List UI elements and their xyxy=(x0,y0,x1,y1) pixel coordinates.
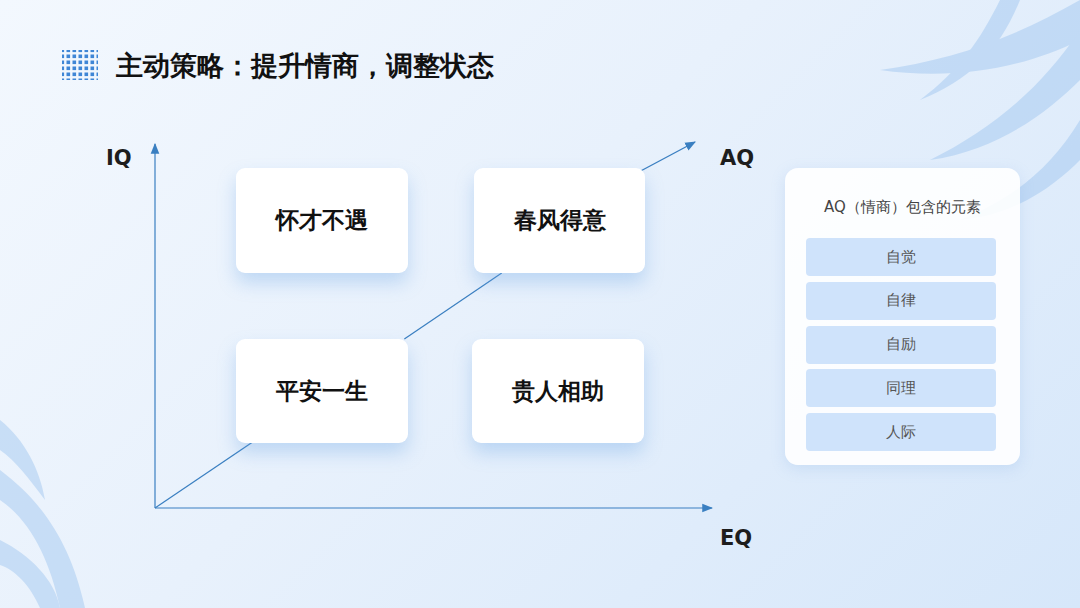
element-item: 自励 xyxy=(806,326,996,364)
axis-label: IQ xyxy=(106,146,132,170)
slide-title: 主动策略：提升情商，调整状态 xyxy=(116,48,494,84)
node-label: 自觉 xyxy=(886,248,916,267)
node-label: 贵人相助 xyxy=(512,376,604,407)
element-item: 人际 xyxy=(806,413,996,451)
quadrant-box: 春风得意 xyxy=(474,168,645,273)
node-label: 同理 xyxy=(886,379,916,398)
node-label: 自律 xyxy=(886,291,916,310)
quadrant-box: 贵人相助 xyxy=(472,339,644,443)
panel-heading: AQ（情商）包含的元素 xyxy=(785,198,1020,217)
axis-label: AQ xyxy=(720,146,754,170)
node-label: 平安一生 xyxy=(276,376,368,407)
axis-connector xyxy=(404,273,501,339)
element-item: 自律 xyxy=(806,282,996,320)
quadrant-box: 怀才不遇 xyxy=(236,168,408,273)
node-label: 怀才不遇 xyxy=(276,205,368,236)
node-label: 人际 xyxy=(886,423,916,442)
title-icon xyxy=(62,50,98,80)
element-item: 同理 xyxy=(806,369,996,407)
node-label: 春风得意 xyxy=(514,205,606,236)
element-panel: AQ（情商）包含的元素自觉自律自励同理人际 xyxy=(785,168,1020,465)
axes xyxy=(155,142,712,508)
quadrant-box: 平安一生 xyxy=(236,339,408,443)
axis-label: EQ xyxy=(720,526,752,550)
element-item: 自觉 xyxy=(806,238,996,276)
node-label: 自励 xyxy=(886,335,916,354)
